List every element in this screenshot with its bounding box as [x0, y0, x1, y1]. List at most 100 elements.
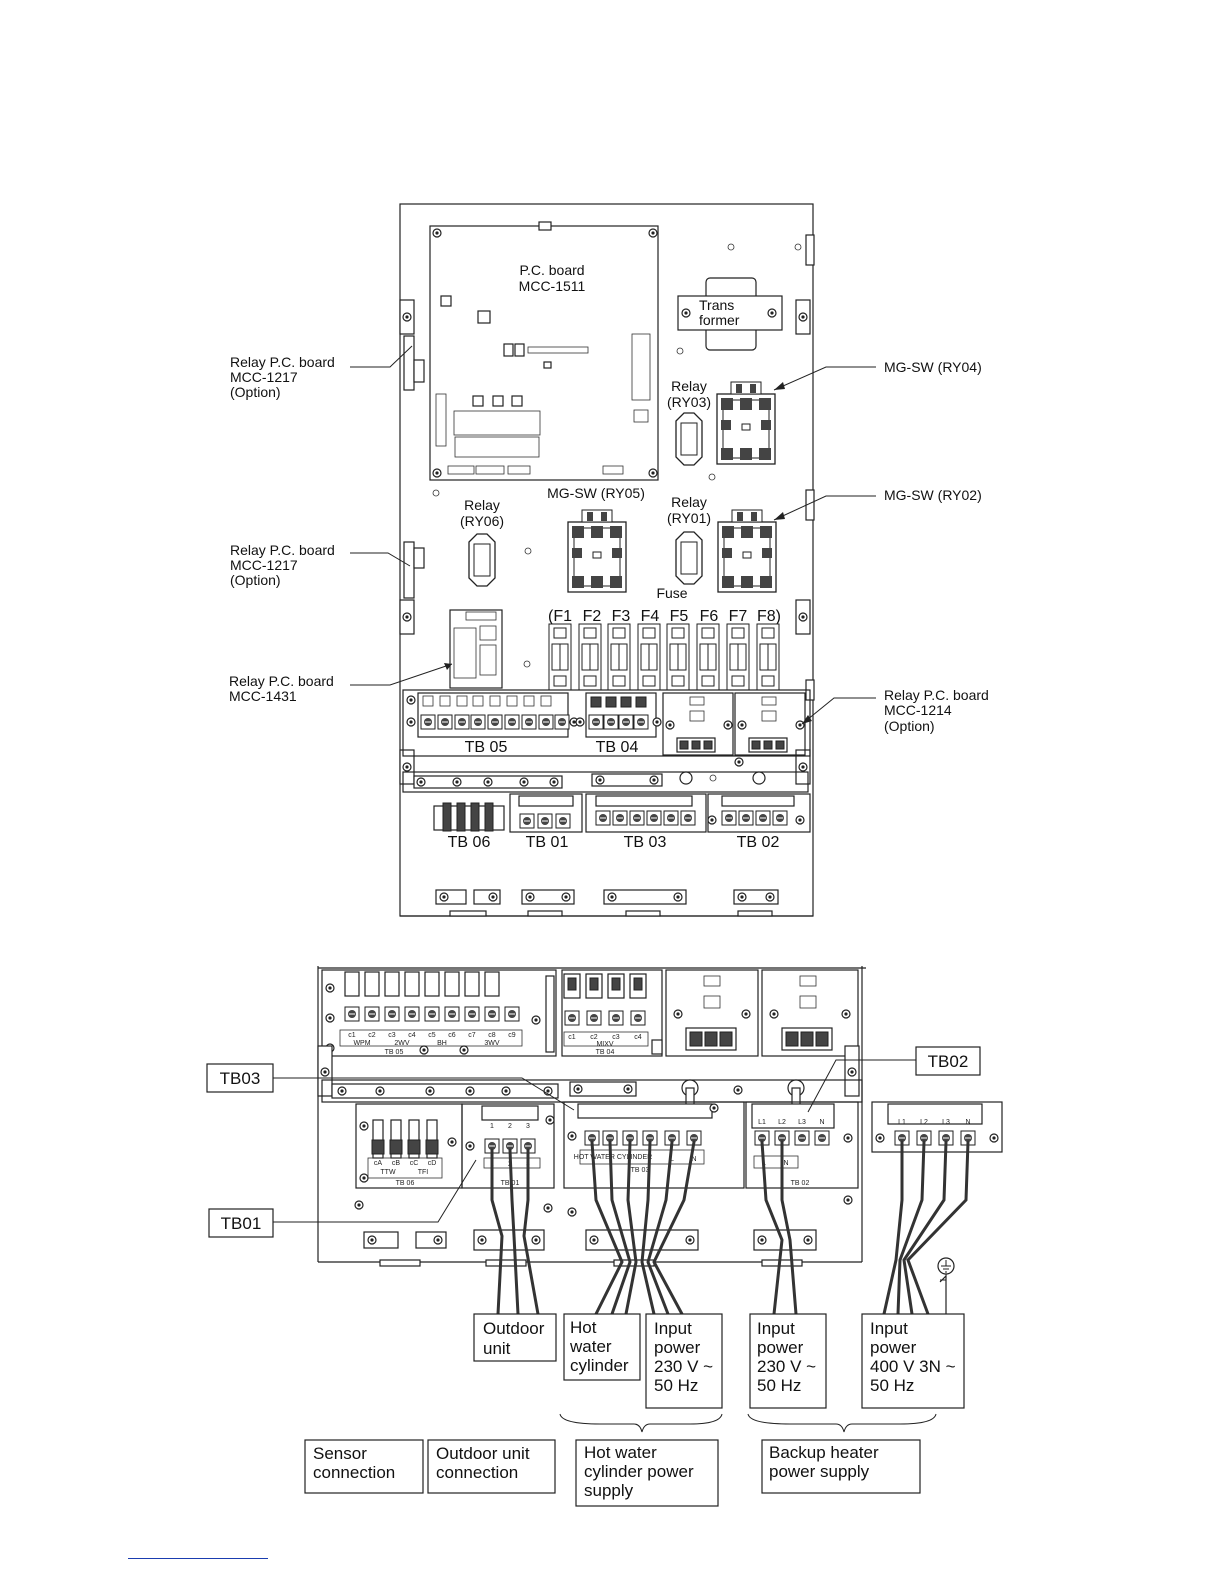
- input-power-230-a-label-3: 230 V ~: [654, 1357, 713, 1376]
- input-power-230-b-label-4: 50 Hz: [757, 1376, 801, 1395]
- input-power-400-label-1: Input: [870, 1319, 908, 1338]
- relay-board-1217-b-label-1: Relay P.C. board: [230, 542, 335, 558]
- transformer-label-2: former: [699, 312, 740, 328]
- input-power-230-a-box: Input power 230 V ~ 50 Hz: [645, 1313, 723, 1409]
- relay-ry01: [675, 531, 703, 585]
- tb01-callout-box: [208, 1208, 274, 1238]
- mg-sw-ry04: [716, 381, 776, 465]
- tb01-label: TB 01: [526, 834, 569, 851]
- sensor-connection-label-2: connection: [313, 1463, 395, 1482]
- relay-board-detail-b: [761, 969, 859, 1057]
- tb05-label: TB 05: [465, 739, 508, 756]
- tb01-block: [509, 793, 583, 833]
- external-terminal-block: L1 L2 L3 N: [871, 1101, 1003, 1153]
- backup-heater-power-box: Backup heater power supply: [761, 1439, 921, 1494]
- fuse-f1-label: (F1: [548, 608, 572, 625]
- tb02-callout-box: [915, 1046, 981, 1076]
- tb06-group-tfi: TFI: [418, 1169, 429, 1176]
- relay-ry03: [675, 412, 703, 466]
- relay-board-1217-a-label-2: MCC-1217: [230, 369, 298, 385]
- mg-sw-ry04-label: MG-SW (RY04): [884, 359, 982, 375]
- relay-ry01-label-2: (RY01): [667, 510, 711, 526]
- tb05-term-4: c4: [408, 1032, 416, 1039]
- relay-board-1217-a-label-3: (Option): [230, 384, 281, 400]
- ext-term-l2: L2: [920, 1119, 928, 1126]
- tb03-detail: HOT WATER CYLINDER L N TB 03: [563, 1101, 745, 1189]
- relay-board-1217-b-label-2: MCC-1217: [230, 557, 298, 573]
- fuse-f2-label: F2: [583, 608, 602, 625]
- tb05-group-3wv: 3WV: [484, 1040, 500, 1047]
- terminal-wiring-diagram: c1 c2 c3 c4 c5 c6 c7 c8 c9 WPM 2WV BH 3W…: [206, 966, 1003, 1507]
- tb05-term-1: c1: [348, 1032, 356, 1039]
- tb03-block: [585, 793, 707, 833]
- input-power-400-label-4: 50 Hz: [870, 1376, 914, 1395]
- relay-board-mcc-1214: [734, 692, 806, 756]
- relay-board-1217-b-label-3: (Option): [230, 572, 281, 588]
- relay-ry06-label-2: (RY06): [460, 513, 504, 529]
- relay-board-1431-label-1: Relay P.C. board: [229, 673, 334, 689]
- tb05-term-7: c7: [468, 1032, 476, 1039]
- brace-hot-water: [559, 1413, 723, 1433]
- mg-sw-ry02: [717, 509, 777, 593]
- tb01-top-3: 3: [526, 1123, 530, 1130]
- hot-water-cylinder-power-label-1: Hot water: [584, 1443, 657, 1462]
- input-power-230-a-label-2: power: [654, 1338, 701, 1357]
- tb05-term-5: c5: [428, 1032, 436, 1039]
- outdoor-unit-label-1: Outdoor: [483, 1319, 545, 1338]
- tb01-top-1: 1: [490, 1123, 494, 1130]
- hot-water-cylinder-label-1: Hot: [570, 1318, 597, 1337]
- backup-heater-power-label-1: Backup heater: [769, 1443, 879, 1462]
- hot-water-cylinder-box: Hot water cylinder: [563, 1313, 641, 1381]
- brace-backup-heater: [747, 1413, 937, 1433]
- tb05-small-name: TB 05: [385, 1049, 404, 1056]
- tb06-group-ttw: TTW: [380, 1169, 396, 1176]
- tb01-top-2: 2: [508, 1123, 512, 1130]
- tb05-block: [417, 692, 570, 738]
- ext-term-n: N: [965, 1119, 970, 1126]
- tb06-term-a: cA: [374, 1160, 383, 1167]
- relay-ry03-label-1: Relay: [671, 378, 707, 394]
- relay-board-1217-a-label-1: Relay P.C. board: [230, 354, 335, 370]
- cable-clamps: [435, 889, 779, 917]
- input-power-230-a-label-1: Input: [654, 1319, 692, 1338]
- control-box-diagram: P.C. board MCC-1511 Trans former Relay (…: [229, 203, 989, 917]
- relay-board-1214-label-3: (Option): [884, 718, 935, 734]
- mg-sw-ry05-label: MG-SW (RY05): [547, 485, 645, 501]
- tb03-callout-box: [206, 1063, 274, 1093]
- input-power-400-box: Input power 400 V 3N ~ 50 Hz: [861, 1313, 965, 1409]
- tb04-group-mixv: MIXV: [596, 1041, 613, 1048]
- input-power-230-b-label-2: power: [757, 1338, 804, 1357]
- outdoor-unit-label-2: unit: [483, 1339, 511, 1358]
- tb03-label: TB 03: [624, 834, 667, 851]
- tb03-callout: TB03: [220, 1069, 261, 1088]
- input-power-230-b-label-1: Input: [757, 1319, 795, 1338]
- tb04-block: [585, 692, 657, 738]
- tb04-label: TB 04: [596, 739, 639, 756]
- tb02-top-l3: L3: [798, 1119, 806, 1126]
- pc-board-model: MCC-1511: [519, 278, 586, 294]
- tb04-term-2: c2: [590, 1034, 598, 1041]
- mg-sw-ry02-label: MG-SW (RY02): [884, 487, 982, 503]
- tb06-small-name: TB 06: [396, 1180, 415, 1187]
- tb05-term-2: c2: [368, 1032, 376, 1039]
- tb02-block: [707, 793, 811, 833]
- fuse-f4-label: F4: [641, 608, 660, 625]
- input-power-230-b-label-3: 230 V ~: [757, 1357, 816, 1376]
- input-power-400-label-2: power: [870, 1338, 917, 1357]
- tb02-top-l1: L1: [758, 1119, 766, 1126]
- ground-icon: [937, 1257, 955, 1275]
- tb03-group-hwc: HOT WATER CYLINDER: [574, 1154, 652, 1161]
- tb04-term-3: c3: [612, 1034, 620, 1041]
- input-power-400-label-3: 400 V 3N ~: [870, 1357, 956, 1376]
- transformer-label-1: Trans: [699, 297, 734, 313]
- tb06-block: [433, 802, 505, 832]
- tb05-term-3: c3: [388, 1032, 396, 1039]
- fuse-f8-label: F8): [757, 608, 781, 625]
- backup-heater-power-label-2: power supply: [769, 1462, 870, 1481]
- input-power-230-b-box: Input power 230 V ~ 50 Hz: [749, 1313, 827, 1409]
- tb06-term-b: cB: [392, 1160, 401, 1167]
- relay-board-1214-label-1: Relay P.C. board: [884, 687, 989, 703]
- tb01-callout: TB01: [221, 1214, 262, 1233]
- outdoor-unit-connection-label-1: Outdoor unit: [436, 1444, 530, 1463]
